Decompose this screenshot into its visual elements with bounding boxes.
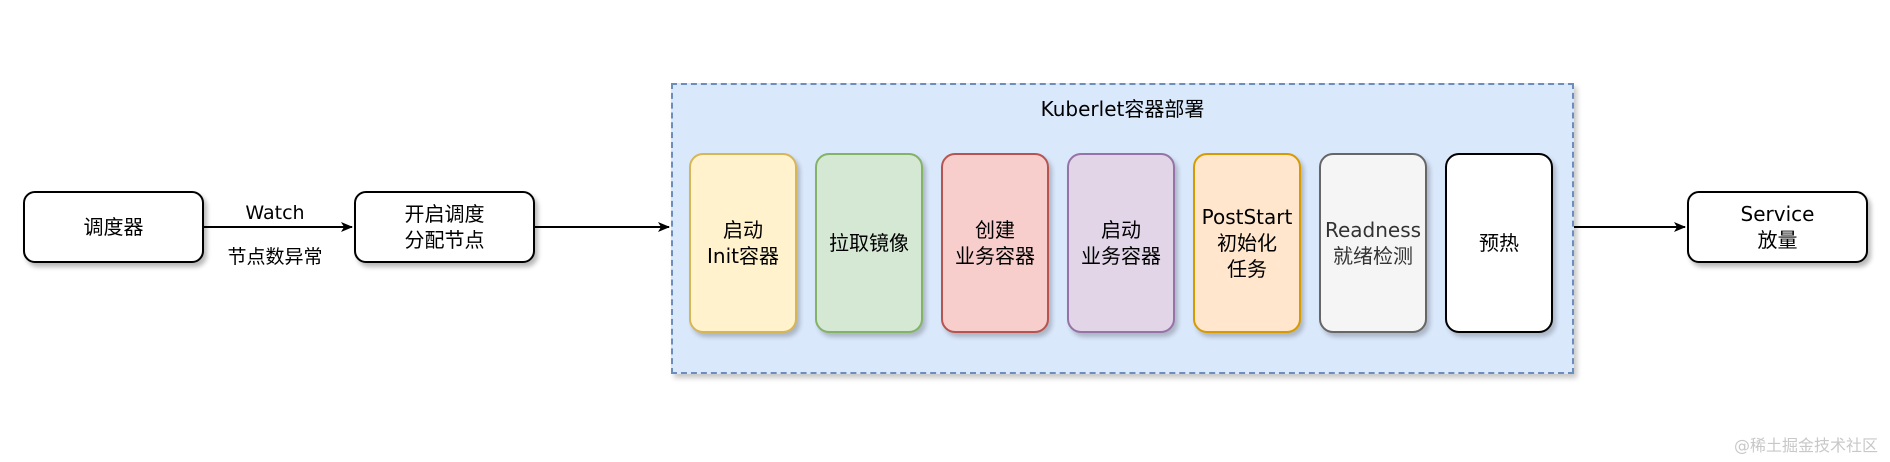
service-rollout-label: Service 放量 — [1740, 202, 1815, 252]
edge-label-watch: Watch — [245, 202, 305, 224]
group-title: Kuberlet容器部署 — [1040, 97, 1205, 121]
step-poststart-init-task[interactable]: PostStart 初始化 任务 — [1193, 153, 1301, 333]
edge-label-node-exception: 节点数异常 — [227, 246, 323, 268]
step-label: Readness 就绪检测 — [1324, 218, 1422, 268]
step-label: 预热 — [1479, 231, 1519, 255]
step-label: 启动 Init容器 — [707, 218, 779, 268]
step-label: 启动 业务容器 — [1081, 218, 1161, 268]
start-scheduling-node[interactable]: 开启调度 分配节点 — [354, 191, 535, 263]
step-start-business-container[interactable]: 启动 业务容器 — [1067, 153, 1175, 333]
step-label: 拉取镜像 — [829, 231, 909, 255]
step-label: 创建 业务容器 — [955, 218, 1035, 268]
step-create-business-container[interactable]: 创建 业务容器 — [941, 153, 1049, 333]
step-label: PostStart 初始化 任务 — [1201, 205, 1293, 281]
service-rollout-node[interactable]: Service 放量 — [1687, 191, 1868, 263]
step-warmup[interactable]: 预热 — [1445, 153, 1553, 333]
watermark: @稀土掘金技术社区 — [1733, 436, 1878, 455]
scheduler-label: 调度器 — [83, 215, 144, 239]
step-readiness-check[interactable]: Readness 就绪检测 — [1319, 153, 1427, 333]
step-pull-image[interactable]: 拉取镜像 — [815, 153, 923, 333]
scheduler-node[interactable]: 调度器 — [23, 191, 204, 263]
step-init-container[interactable]: 启动 Init容器 — [689, 153, 797, 333]
start-scheduling-label: 开启调度 分配节点 — [404, 202, 485, 252]
